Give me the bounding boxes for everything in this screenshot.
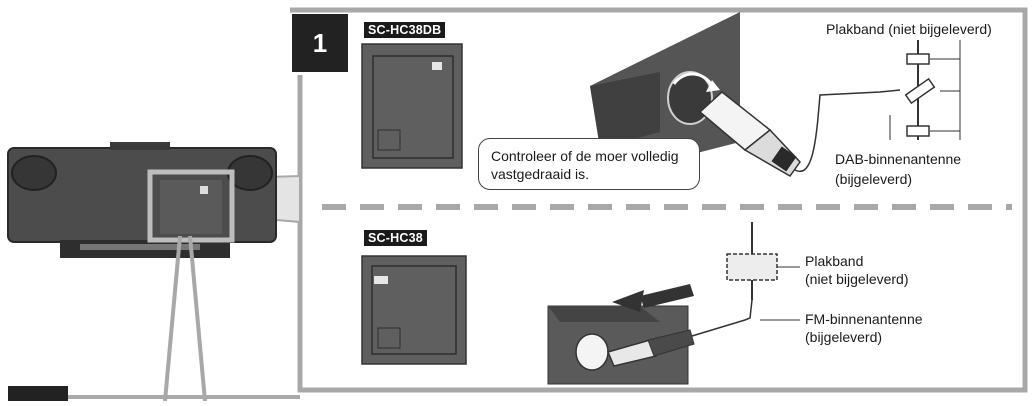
step-number-badge: 1 xyxy=(292,14,348,72)
tighten-nut-arrow-icon xyxy=(672,72,714,87)
panel-back-top xyxy=(361,43,463,169)
label-dab-antenna: DAB-binnenantenne xyxy=(835,151,962,167)
callout-line-1: Controleer of de moer volledig xyxy=(491,148,679,164)
insert-direction-arrow-icon xyxy=(640,284,694,308)
fm-connector-scene xyxy=(547,230,753,385)
panel-back-bottom-inner xyxy=(371,265,457,355)
dab-connector-scene xyxy=(590,12,901,177)
label-dab-antenna-supplied: (bijgeleverd) xyxy=(835,171,913,187)
insert-direction-arrow-head xyxy=(612,290,644,312)
panel-sc-hc38db xyxy=(361,43,463,169)
dab-tape-bottom xyxy=(906,125,930,137)
ferrite-core xyxy=(771,146,797,172)
dab-tape-top xyxy=(906,53,930,65)
callout-bubble: Controleer of de moer volledig vastgedra… xyxy=(478,138,700,190)
model-badge-sc-hc38db: SC-HC38DB xyxy=(364,22,446,38)
fm-plug-handle xyxy=(647,329,695,357)
panel-back-top-inner xyxy=(372,55,454,159)
dab-antenna-joint xyxy=(904,77,936,105)
fm-antenna xyxy=(726,222,800,321)
fm-tape xyxy=(726,253,778,281)
stereo-speaker-left xyxy=(11,155,57,191)
device-top-bottom xyxy=(548,306,660,322)
dab-antenna xyxy=(889,40,961,140)
stereo-base-slot xyxy=(80,244,200,250)
main-frame xyxy=(290,7,1028,393)
callout-line-2: vastgedraaid is. xyxy=(491,166,590,182)
label-tape-bottom-supplied: (niet bijgeleverd) xyxy=(805,271,909,287)
panel-ac-socket-bottom xyxy=(377,327,401,349)
label-fm-antenna-supplied: (bijgeleverd) xyxy=(805,329,883,345)
panel-ac-socket-top xyxy=(377,129,401,151)
model-badge-sc-hc38: SC-HC38 xyxy=(364,230,427,246)
panel-port-bottom xyxy=(374,276,388,284)
stereo-speaker-right xyxy=(227,155,273,191)
stereo-handle xyxy=(110,142,170,150)
label-tape-bottom: Plakband xyxy=(805,253,864,269)
device-side-top xyxy=(590,72,660,148)
dab-cable xyxy=(794,89,901,173)
fm-cable xyxy=(691,230,753,337)
next-step-badge xyxy=(8,386,68,401)
panel-port-top xyxy=(432,62,442,70)
panel-sc-hc38 xyxy=(361,255,467,365)
panel-back-bottom xyxy=(361,255,467,365)
label-tape-top: Plakband (niet bijgeleverd) xyxy=(826,21,992,37)
stereo-antenna-port xyxy=(200,186,208,194)
fm-plug xyxy=(606,339,658,367)
stereo-back-panel xyxy=(160,180,222,234)
tighten-nut-arrow-head xyxy=(706,80,720,92)
stereo-unit xyxy=(7,142,277,258)
fm-socket xyxy=(575,333,609,371)
label-fm-antenna: FM-binnenantenne xyxy=(805,311,923,327)
zoom-line-right xyxy=(188,235,207,402)
zoom-line-left xyxy=(163,235,182,402)
